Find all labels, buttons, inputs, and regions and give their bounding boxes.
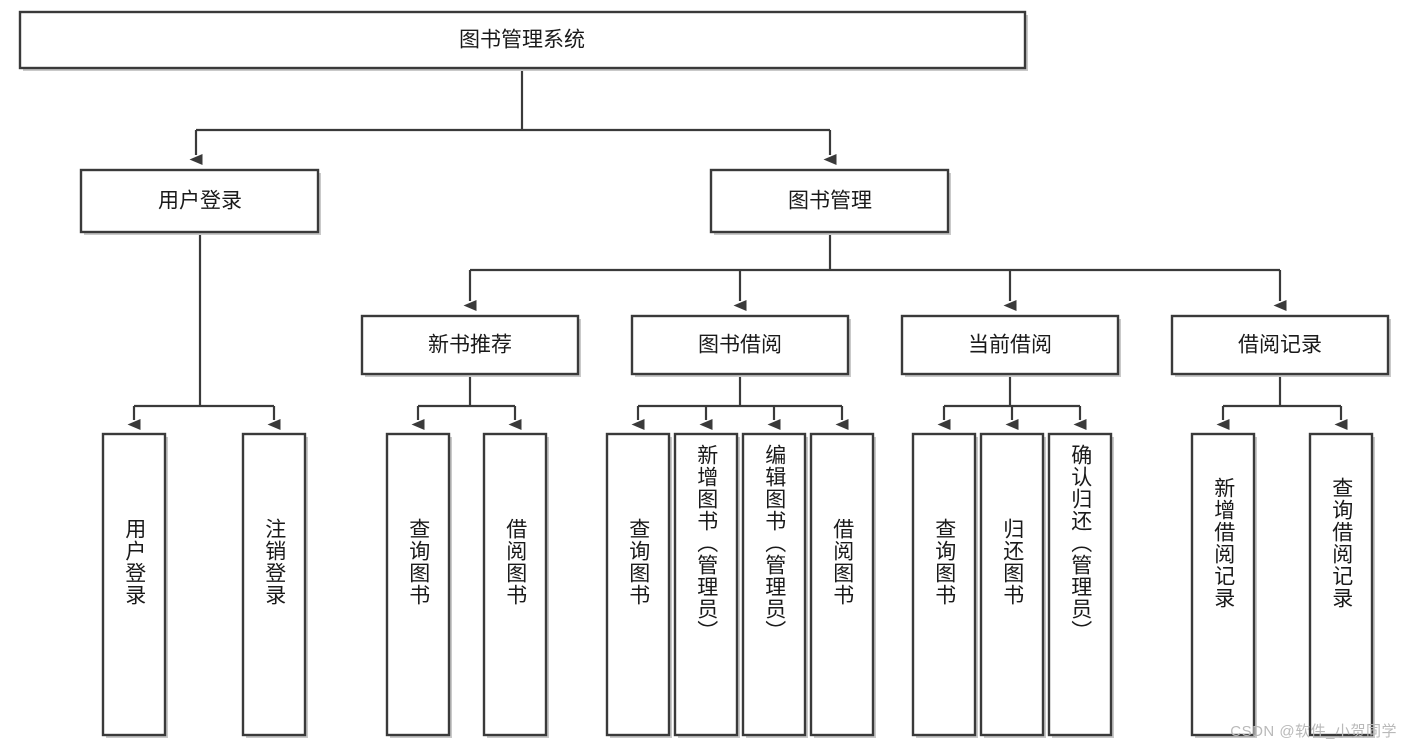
leaf-confirm-return-admin-box[interactable]: [1047, 432, 1113, 737]
current-borrow-node-box[interactable]: [900, 314, 1120, 376]
book-management-node-label: 图书管理: [788, 190, 872, 213]
leaf-user-login-box[interactable]: [101, 432, 167, 737]
book-management-node-box[interactable]: [709, 168, 950, 234]
borrow-record-node-box[interactable]: [1170, 314, 1390, 376]
leaf-add-borrow-record-box[interactable]: [1190, 432, 1256, 737]
borrow-record-node-label: 借阅记录: [1238, 334, 1322, 357]
leaf-return-books-box[interactable]: [979, 432, 1045, 737]
connector-layer: [127, 68, 1348, 430]
leaf-logout-box[interactable]: [241, 432, 307, 737]
book-borrow-node-box[interactable]: [630, 314, 850, 376]
new-book-recommend-node-label: 新书推荐: [428, 334, 512, 357]
user-login-node-label: 用户登录: [158, 190, 242, 213]
new-book-recommend-node-box[interactable]: [360, 314, 580, 376]
leaf-query-books-rec-box[interactable]: [385, 432, 451, 737]
book-borrow-node-label: 图书借阅: [698, 334, 782, 357]
current-borrow-node-label: 当前借阅: [968, 334, 1052, 357]
leaf-query-books-current-box[interactable]: [911, 432, 977, 737]
leaf-borrow-books-box[interactable]: [809, 432, 875, 737]
leaf-query-books-borrow-box[interactable]: [605, 432, 671, 737]
leaf-query-borrow-record-box[interactable]: [1308, 432, 1374, 737]
node-layer: 图书管理系统 用户登录 图书管理 新书推荐 图书借阅 当前借阅 借阅记录: [18, 10, 1391, 738]
root-node-box[interactable]: [18, 10, 1027, 70]
leaf-add-book-admin-box[interactable]: [673, 432, 739, 737]
root-node-label: 图书管理系统: [459, 29, 585, 52]
leaf-edit-book-admin-box[interactable]: [741, 432, 807, 737]
csdn-watermark: CSDN @软件_小贺同学: [1230, 723, 1397, 740]
user-login-node-box[interactable]: [79, 168, 320, 234]
leaf-borrow-books-rec-box[interactable]: [482, 432, 548, 737]
